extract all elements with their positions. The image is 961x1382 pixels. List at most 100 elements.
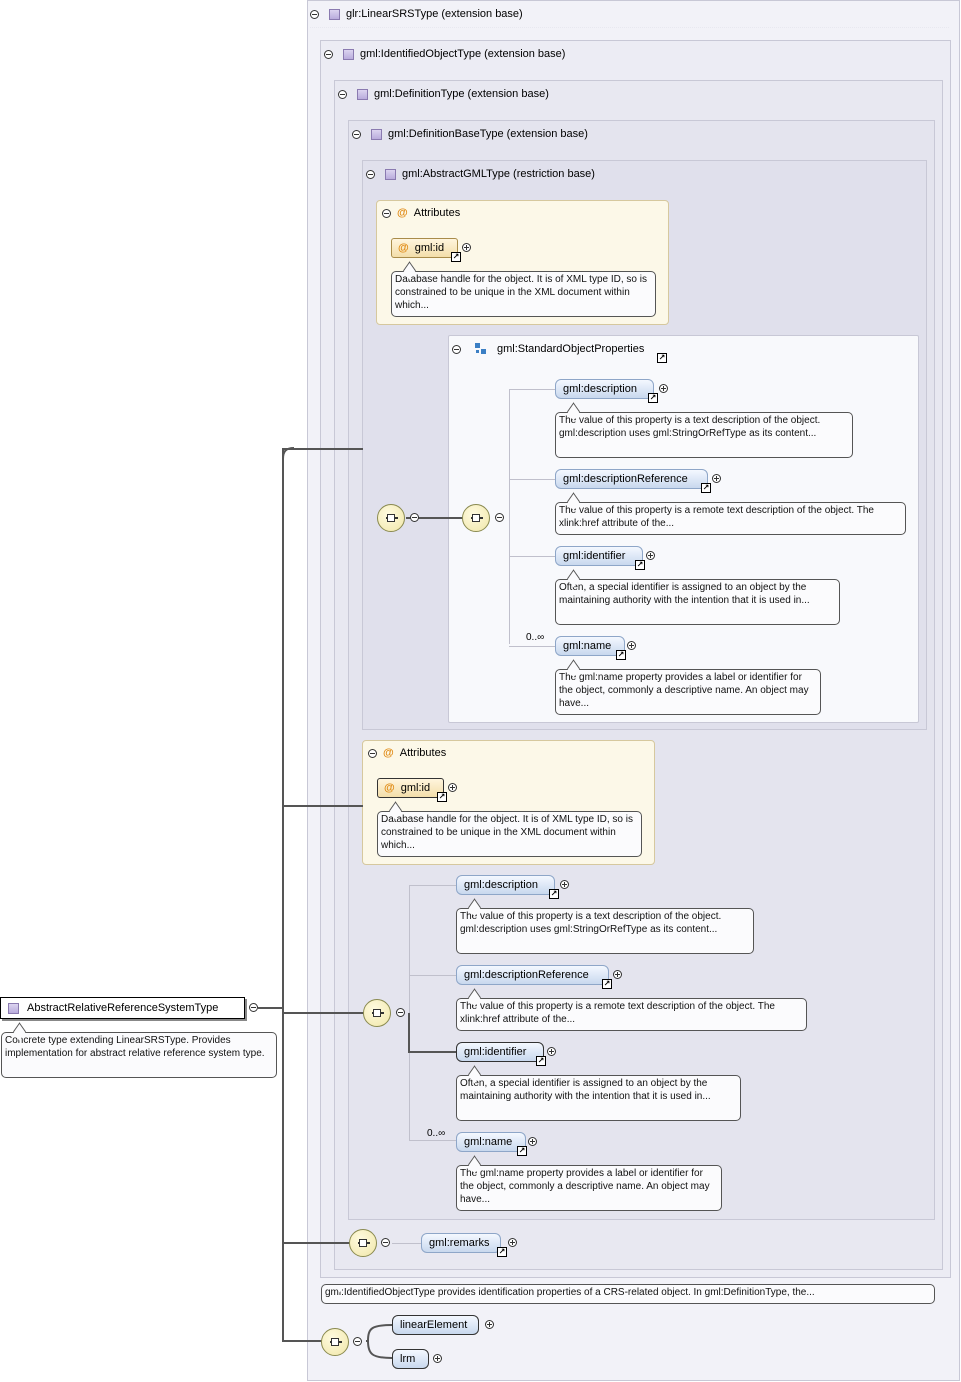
expand-icon[interactable]: [659, 384, 668, 393]
collapse-icon[interactable]: [495, 513, 504, 522]
element-identifier[interactable]: gml:identifier: [555, 546, 643, 566]
reference-arrow-icon[interactable]: ↗: [437, 792, 447, 802]
reference-arrow-icon[interactable]: ↗: [616, 650, 626, 660]
reference-arrow-icon[interactable]: ↗: [635, 560, 645, 570]
collapse-icon[interactable]: [396, 1008, 405, 1017]
attribute-gml-id[interactable]: @ gml:id: [391, 238, 458, 258]
type-header-identified-object[interactable]: gml:IdentifiedObjectType (extension base…: [324, 45, 565, 63]
collapse-icon[interactable]: [366, 169, 375, 179]
expand-icon[interactable]: [547, 1047, 556, 1056]
expand-icon[interactable]: [646, 551, 655, 560]
element-label: gml:remarks: [429, 1237, 490, 1249]
type-header-definition-base[interactable]: gml:DefinitionBaseType (extension base): [352, 125, 588, 143]
collapse-icon[interactable]: [310, 9, 319, 19]
element-name[interactable]: gml:name: [555, 636, 625, 656]
reference-arrow-icon[interactable]: ↗: [657, 353, 667, 363]
expand-icon[interactable]: [448, 783, 457, 792]
expand-icon[interactable]: [433, 1354, 442, 1363]
element-lrm[interactable]: lrm: [392, 1349, 429, 1369]
element-name[interactable]: gml:name: [456, 1132, 526, 1152]
type-doc: gml:IdentifiedObjectType provides identi…: [321, 1284, 935, 1304]
type-label: gml:DefinitionType (extension base): [374, 88, 549, 100]
element-label: linearElement: [400, 1319, 468, 1331]
element-doc: Often, a special identifier is assigned …: [456, 1075, 741, 1121]
type-header-definition[interactable]: gml:DefinitionType (extension base): [338, 85, 549, 103]
element-description-reference[interactable]: gml:descriptionReference: [555, 469, 708, 489]
sequence-compositor-icon[interactable]: [462, 504, 490, 532]
type-label: gml:DefinitionBaseType (extension base): [388, 128, 588, 140]
type-header-abstract-gml[interactable]: gml:AbstractGMLType (restriction base): [366, 165, 595, 183]
element-linear-element[interactable]: linearElement: [392, 1315, 479, 1335]
type-header-linear-srs[interactable]: glr:LinearSRSType (extension base): [310, 5, 523, 23]
group-header[interactable]: gml:StandardObjectProperties: [452, 340, 644, 358]
expand-icon[interactable]: [485, 1320, 494, 1329]
occurrence-label: 0..∞: [526, 632, 545, 643]
element-label: gml:name: [464, 1136, 513, 1148]
element-label: gml:name: [563, 640, 612, 652]
attribute-label: gml:id: [414, 242, 445, 254]
occurrence-label: 0..∞: [427, 1128, 446, 1139]
collapse-icon[interactable]: [338, 89, 347, 99]
type-label: gml:IdentifiedObjectType (extension base…: [360, 48, 566, 60]
reference-arrow-icon[interactable]: ↗: [648, 393, 658, 403]
reference-arrow-icon[interactable]: ↗: [536, 1056, 546, 1066]
collapse-icon[interactable]: [353, 1337, 362, 1346]
complex-type-icon: [357, 88, 368, 100]
expand-icon[interactable]: [560, 880, 569, 889]
element-description[interactable]: gml:description: [456, 875, 555, 895]
element-label: gml:description: [563, 383, 637, 395]
attributes-label: Attributes: [399, 747, 447, 759]
group-label: gml:StandardObjectProperties: [497, 343, 645, 355]
reference-arrow-icon[interactable]: ↗: [517, 1146, 527, 1156]
complex-type-icon: [329, 8, 340, 20]
reference-arrow-icon[interactable]: ↗: [497, 1247, 507, 1257]
type-label: glr:LinearSRSType (extension base): [346, 8, 523, 20]
element-label: gml:identifier: [464, 1046, 527, 1058]
element-doc: The value of this property is a remote t…: [555, 502, 906, 535]
element-doc: Often, a special identifier is assigned …: [555, 579, 840, 625]
expand-icon[interactable]: [528, 1137, 537, 1146]
complex-type-icon: [343, 48, 354, 60]
attributes-header[interactable]: @ Attributes: [368, 747, 446, 759]
collapse-icon[interactable]: [382, 208, 391, 218]
reference-arrow-icon[interactable]: ↗: [701, 483, 711, 493]
attribute-gml-id[interactable]: @ gml:id: [377, 778, 444, 798]
attribute-icon: @: [384, 782, 395, 794]
reference-arrow-icon[interactable]: ↗: [602, 979, 612, 989]
root-type[interactable]: AbstractRelativeReferenceSystemType: [0, 997, 245, 1019]
element-description[interactable]: gml:description: [555, 379, 654, 399]
attributes-label: Attributes: [413, 207, 461, 219]
type-label: gml:AbstractGMLType (restriction base): [402, 168, 595, 180]
attributes-header[interactable]: @ Attributes: [382, 207, 460, 219]
element-doc: The gml:name property provides a label o…: [555, 669, 821, 715]
sequence-connector: [366, 1324, 393, 1359]
sequence-compositor-icon[interactable]: [363, 999, 391, 1027]
expand-icon[interactable]: [627, 641, 636, 650]
attribute-doc: Database handle for the object. It is of…: [391, 271, 656, 317]
element-identifier[interactable]: gml:identifier: [456, 1042, 544, 1062]
collapse-icon[interactable]: [249, 1003, 258, 1012]
collapse-icon[interactable]: [381, 1238, 390, 1247]
collapse-icon[interactable]: [324, 49, 333, 59]
sequence-compositor-icon[interactable]: [349, 1229, 377, 1257]
element-remarks[interactable]: gml:remarks: [421, 1233, 501, 1253]
sequence-compositor-icon[interactable]: [377, 504, 405, 532]
root-type-label: AbstractRelativeReferenceSystemType: [27, 1002, 219, 1014]
collapse-icon[interactable]: [452, 344, 461, 354]
element-description-reference[interactable]: gml:descriptionReference: [456, 965, 609, 985]
collapse-icon[interactable]: [352, 129, 361, 139]
expand-icon[interactable]: [508, 1238, 517, 1247]
expand-icon[interactable]: [712, 474, 721, 483]
element-doc: The value of this property is a remote t…: [456, 998, 807, 1031]
element-label: gml:descriptionReference: [563, 473, 688, 485]
sequence-compositor-icon[interactable]: [321, 1328, 349, 1356]
reference-arrow-icon[interactable]: ↗: [451, 252, 461, 262]
complex-type-icon: [8, 1002, 19, 1014]
collapse-icon[interactable]: [368, 748, 377, 758]
expand-icon[interactable]: [462, 243, 471, 252]
expand-icon[interactable]: [613, 970, 622, 979]
connector-corner: [282, 447, 295, 460]
collapse-icon[interactable]: [410, 513, 419, 522]
root-doc: Concrete type extending LinearSRSType. P…: [1, 1032, 277, 1078]
reference-arrow-icon[interactable]: ↗: [549, 889, 559, 899]
